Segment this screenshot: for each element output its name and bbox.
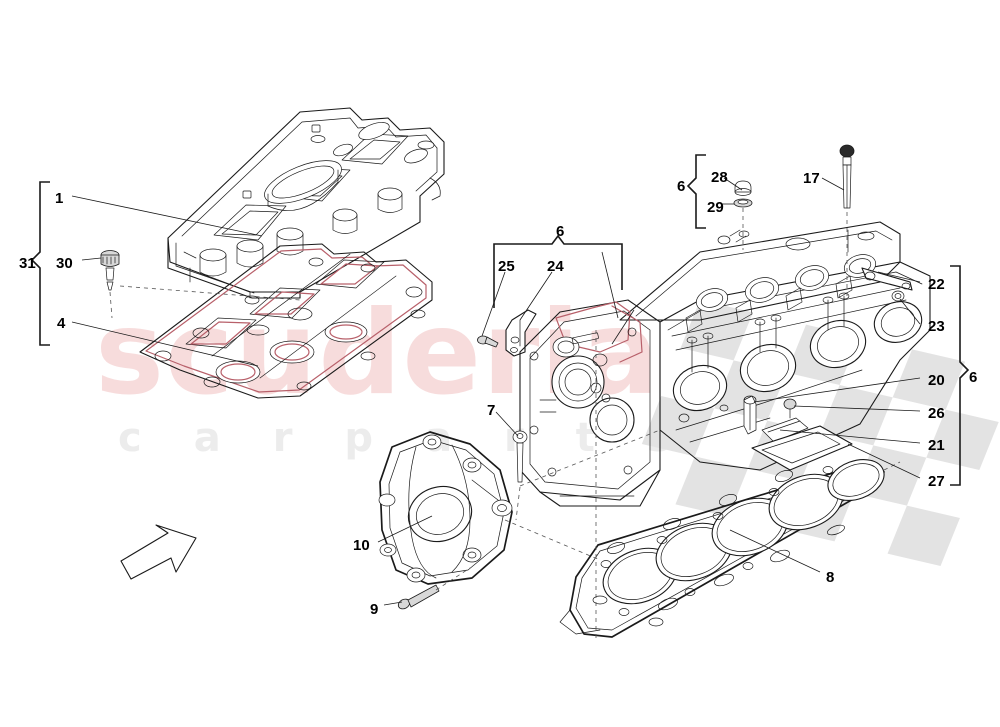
brackets [30, 154, 970, 486]
part-8-head-gasket [559, 459, 885, 638]
assembly-guide-lines [109, 208, 901, 640]
part-23-washer [891, 290, 905, 302]
callout-label-9: 9 [370, 601, 379, 618]
part-4-cover-gasket [139, 243, 433, 399]
part-7-eye-bolt [512, 430, 528, 483]
part-6-cylinder-head-assembly [519, 221, 931, 507]
leader-lines [71, 177, 921, 606]
part-28-cap [734, 180, 752, 196]
part-30-filler-plug [100, 250, 120, 291]
callout-label-4: 4 [57, 315, 66, 332]
part-29-seal-ring [733, 198, 753, 208]
part-24-bracket [505, 309, 537, 357]
part-25-bolt [477, 335, 499, 348]
callout-label-24: 24 [547, 258, 564, 275]
callout-label-10: 10 [353, 537, 370, 554]
callout-label-23: 23 [928, 318, 945, 335]
callout-label-17: 17 [803, 170, 820, 187]
callout-label-20: 20 [928, 372, 945, 389]
callout-label-6: 6 [677, 178, 686, 195]
part-27-bracket-plate [751, 425, 853, 471]
callout-label-26: 26 [928, 405, 945, 422]
part-17-long-stud [839, 144, 855, 209]
callout-label-28: 28 [711, 169, 728, 186]
callout-label-31: 31 [19, 255, 36, 272]
part-22-link-arm [861, 267, 913, 291]
part-10-timing-cover [378, 431, 513, 585]
callout-label-22: 22 [928, 276, 945, 293]
part-26-fitting [783, 398, 797, 419]
callout-label-30: 30 [56, 255, 73, 272]
callout-label-1: 1 [55, 190, 64, 207]
part-1-camshaft-cover [167, 107, 445, 299]
callout-label-8: 8 [826, 569, 835, 586]
callout-label-7: 7 [487, 402, 496, 419]
part-20-sensor-tube [743, 395, 757, 435]
head-studs [717, 229, 875, 253]
callout-label-27: 27 [928, 473, 945, 490]
callout-label-29: 29 [707, 199, 724, 216]
part-9-cover-bolt [397, 584, 440, 610]
callout-label-6: 6 [969, 369, 978, 386]
watermark-carparts: carparts [118, 415, 723, 461]
part-21-plug [761, 417, 809, 443]
callout-label-6: 6 [556, 223, 565, 240]
direction-arrow [120, 524, 197, 580]
callout-label-25: 25 [498, 258, 515, 275]
callout-label-21: 21 [928, 437, 945, 454]
